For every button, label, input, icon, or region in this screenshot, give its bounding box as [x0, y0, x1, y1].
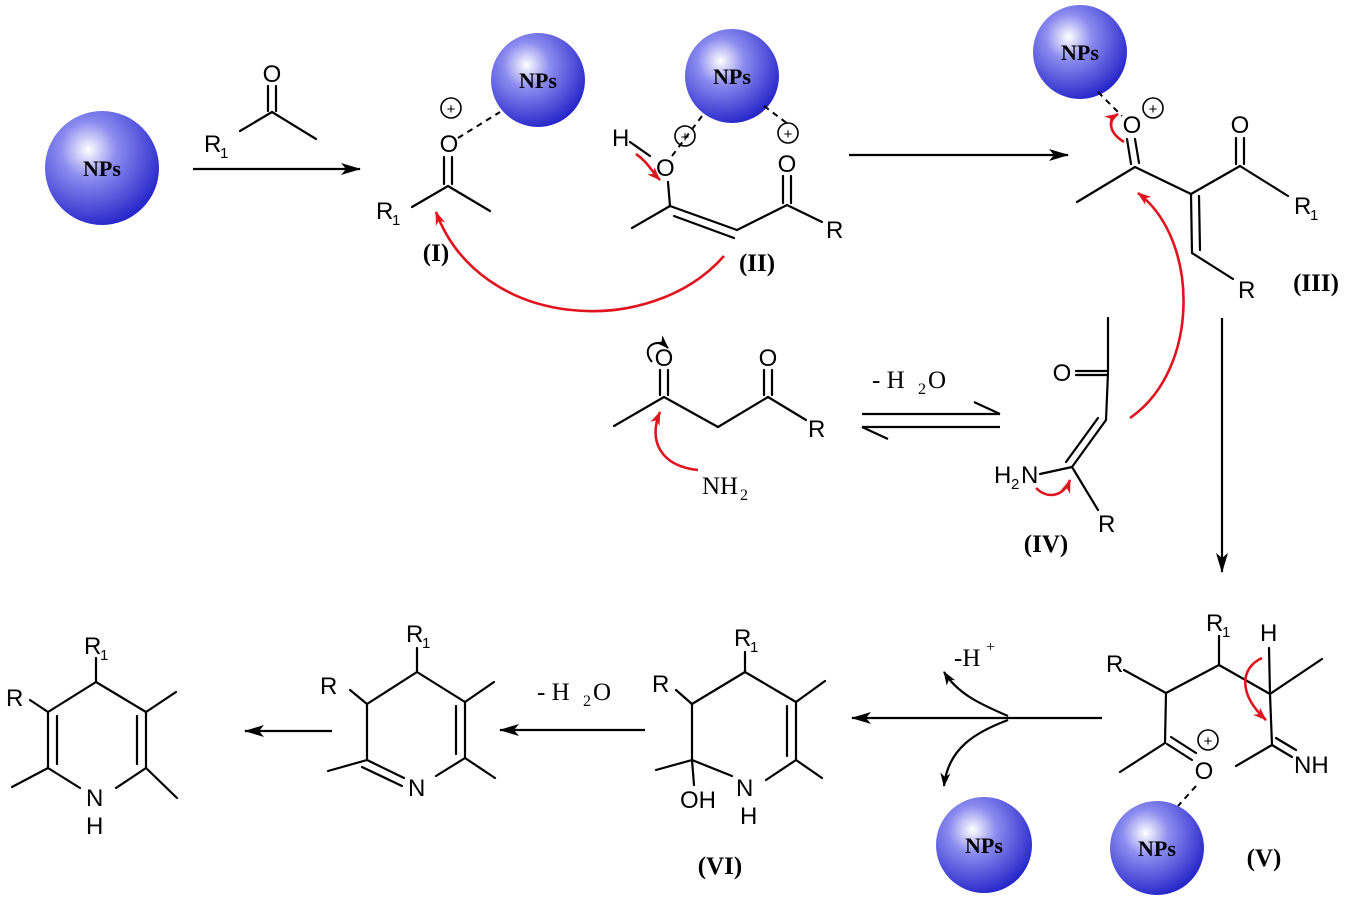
svg-text:NPs: NPs [519, 68, 557, 93]
nanoparticle-released: NPs [936, 797, 1032, 893]
svg-text:O: O [778, 151, 797, 178]
svg-text:- H: - H [872, 367, 905, 394]
svg-text:H: H [86, 813, 103, 840]
compound-VI: R 1 N H R OH (VI) [652, 625, 827, 880]
svg-text:H: H [612, 125, 629, 152]
svg-text:O: O [1123, 112, 1142, 139]
svg-text:R: R [1206, 610, 1223, 637]
imine-intermediate: R 1 N R [320, 621, 497, 802]
nanoparticle-I: NPs [491, 33, 585, 127]
nanoparticle-II: NPs [685, 29, 779, 123]
svg-text:R: R [6, 685, 23, 712]
svg-text:- H: - H [537, 679, 570, 706]
svg-text:1: 1 [750, 639, 758, 656]
arrow-cyclization: -H + [851, 639, 1102, 787]
reagent-ketone: O R 1 [204, 61, 318, 162]
svg-text:+: + [447, 101, 456, 118]
svg-text:+: + [1149, 101, 1158, 118]
svg-text:R: R [1238, 277, 1255, 304]
svg-text:O: O [263, 61, 282, 88]
svg-text:O: O [1231, 112, 1250, 139]
nanoparticle-III: NPs [1033, 5, 1127, 99]
svg-text:R: R [808, 416, 825, 443]
svg-text:NH: NH [702, 473, 738, 500]
svg-text:OH: OH [680, 787, 716, 814]
svg-text:(II): (II) [739, 250, 775, 277]
diketone-substrate: O O R NH 2 [612, 335, 825, 504]
svg-text:N: N [1021, 462, 1038, 489]
compound-V: R R 1 H NH O + (V) [1106, 610, 1329, 872]
svg-text:R: R [84, 633, 101, 660]
nanoparticle-start: NPs [45, 111, 159, 225]
svg-text:O: O [928, 367, 946, 394]
svg-text:NPs: NPs [1138, 836, 1176, 861]
nanoparticle-V: NPs [1110, 801, 1204, 895]
svg-text:R: R [320, 673, 337, 700]
svg-text:2: 2 [918, 381, 926, 398]
svg-text:H: H [740, 803, 757, 830]
svg-text:N: N [86, 785, 103, 812]
svg-text:NH: NH [1294, 752, 1329, 779]
svg-text:NPs: NPs [1061, 40, 1099, 65]
svg-text:R: R [1098, 511, 1115, 538]
svg-text:NPs: NPs [965, 833, 1003, 858]
svg-text:O: O [593, 679, 611, 706]
arrow-michael-addition [1129, 191, 1185, 420]
svg-text:+: + [986, 639, 995, 656]
svg-text:R: R [376, 198, 393, 225]
svg-text:R: R [734, 625, 751, 652]
svg-text:R: R [1294, 193, 1311, 220]
svg-text:2: 2 [1011, 476, 1019, 493]
svg-text:(IV): (IV) [1024, 531, 1068, 558]
svg-text:(I): (I) [423, 240, 449, 267]
arrow-dehydration: - H 2 O [499, 679, 645, 736]
svg-text:1: 1 [1310, 207, 1318, 224]
svg-text:N: N [736, 775, 753, 802]
svg-text:O: O [655, 345, 674, 372]
svg-text:N: N [408, 775, 425, 802]
svg-text:R: R [652, 671, 669, 698]
svg-text:2: 2 [583, 693, 591, 710]
compound-III: O + O R 1 R (III) [1075, 91, 1339, 304]
svg-text:O: O [1053, 360, 1072, 387]
svg-text:NPs: NPs [713, 64, 751, 89]
svg-text:2: 2 [740, 487, 748, 504]
svg-text:1: 1 [220, 145, 228, 162]
svg-text:1: 1 [422, 635, 430, 652]
svg-text:1: 1 [100, 647, 108, 664]
svg-text:+: + [1204, 733, 1213, 750]
svg-text:(V): (V) [1247, 845, 1282, 872]
svg-text:(VI): (VI) [698, 853, 742, 880]
compound-I: O R 1 + (I) [376, 97, 501, 267]
final-product: R 1 N H R [6, 633, 179, 840]
svg-text:R: R [1106, 651, 1123, 678]
svg-text:O: O [759, 345, 778, 372]
arrow-enol-attack [434, 211, 725, 313]
svg-text:1: 1 [1222, 624, 1230, 641]
svg-text:H: H [1260, 620, 1277, 647]
svg-text:R: R [826, 217, 843, 244]
svg-text:-H: -H [954, 645, 980, 672]
equilibrium-arrow: - H 2 O [861, 367, 1001, 440]
compound-II: H O + O + R (II) [612, 105, 843, 277]
svg-text:O: O [440, 131, 459, 158]
compound-IV: O H 2 N R (IV) [994, 316, 1115, 558]
svg-text:1: 1 [392, 212, 400, 229]
svg-text:O: O [1195, 758, 1214, 785]
svg-text:R: R [204, 131, 221, 158]
svg-text:+: + [784, 126, 793, 143]
svg-text:NPs: NPs [83, 156, 121, 181]
svg-text:H: H [994, 462, 1011, 489]
svg-text:(III): (III) [1293, 270, 1339, 297]
svg-text:R: R [406, 621, 423, 648]
